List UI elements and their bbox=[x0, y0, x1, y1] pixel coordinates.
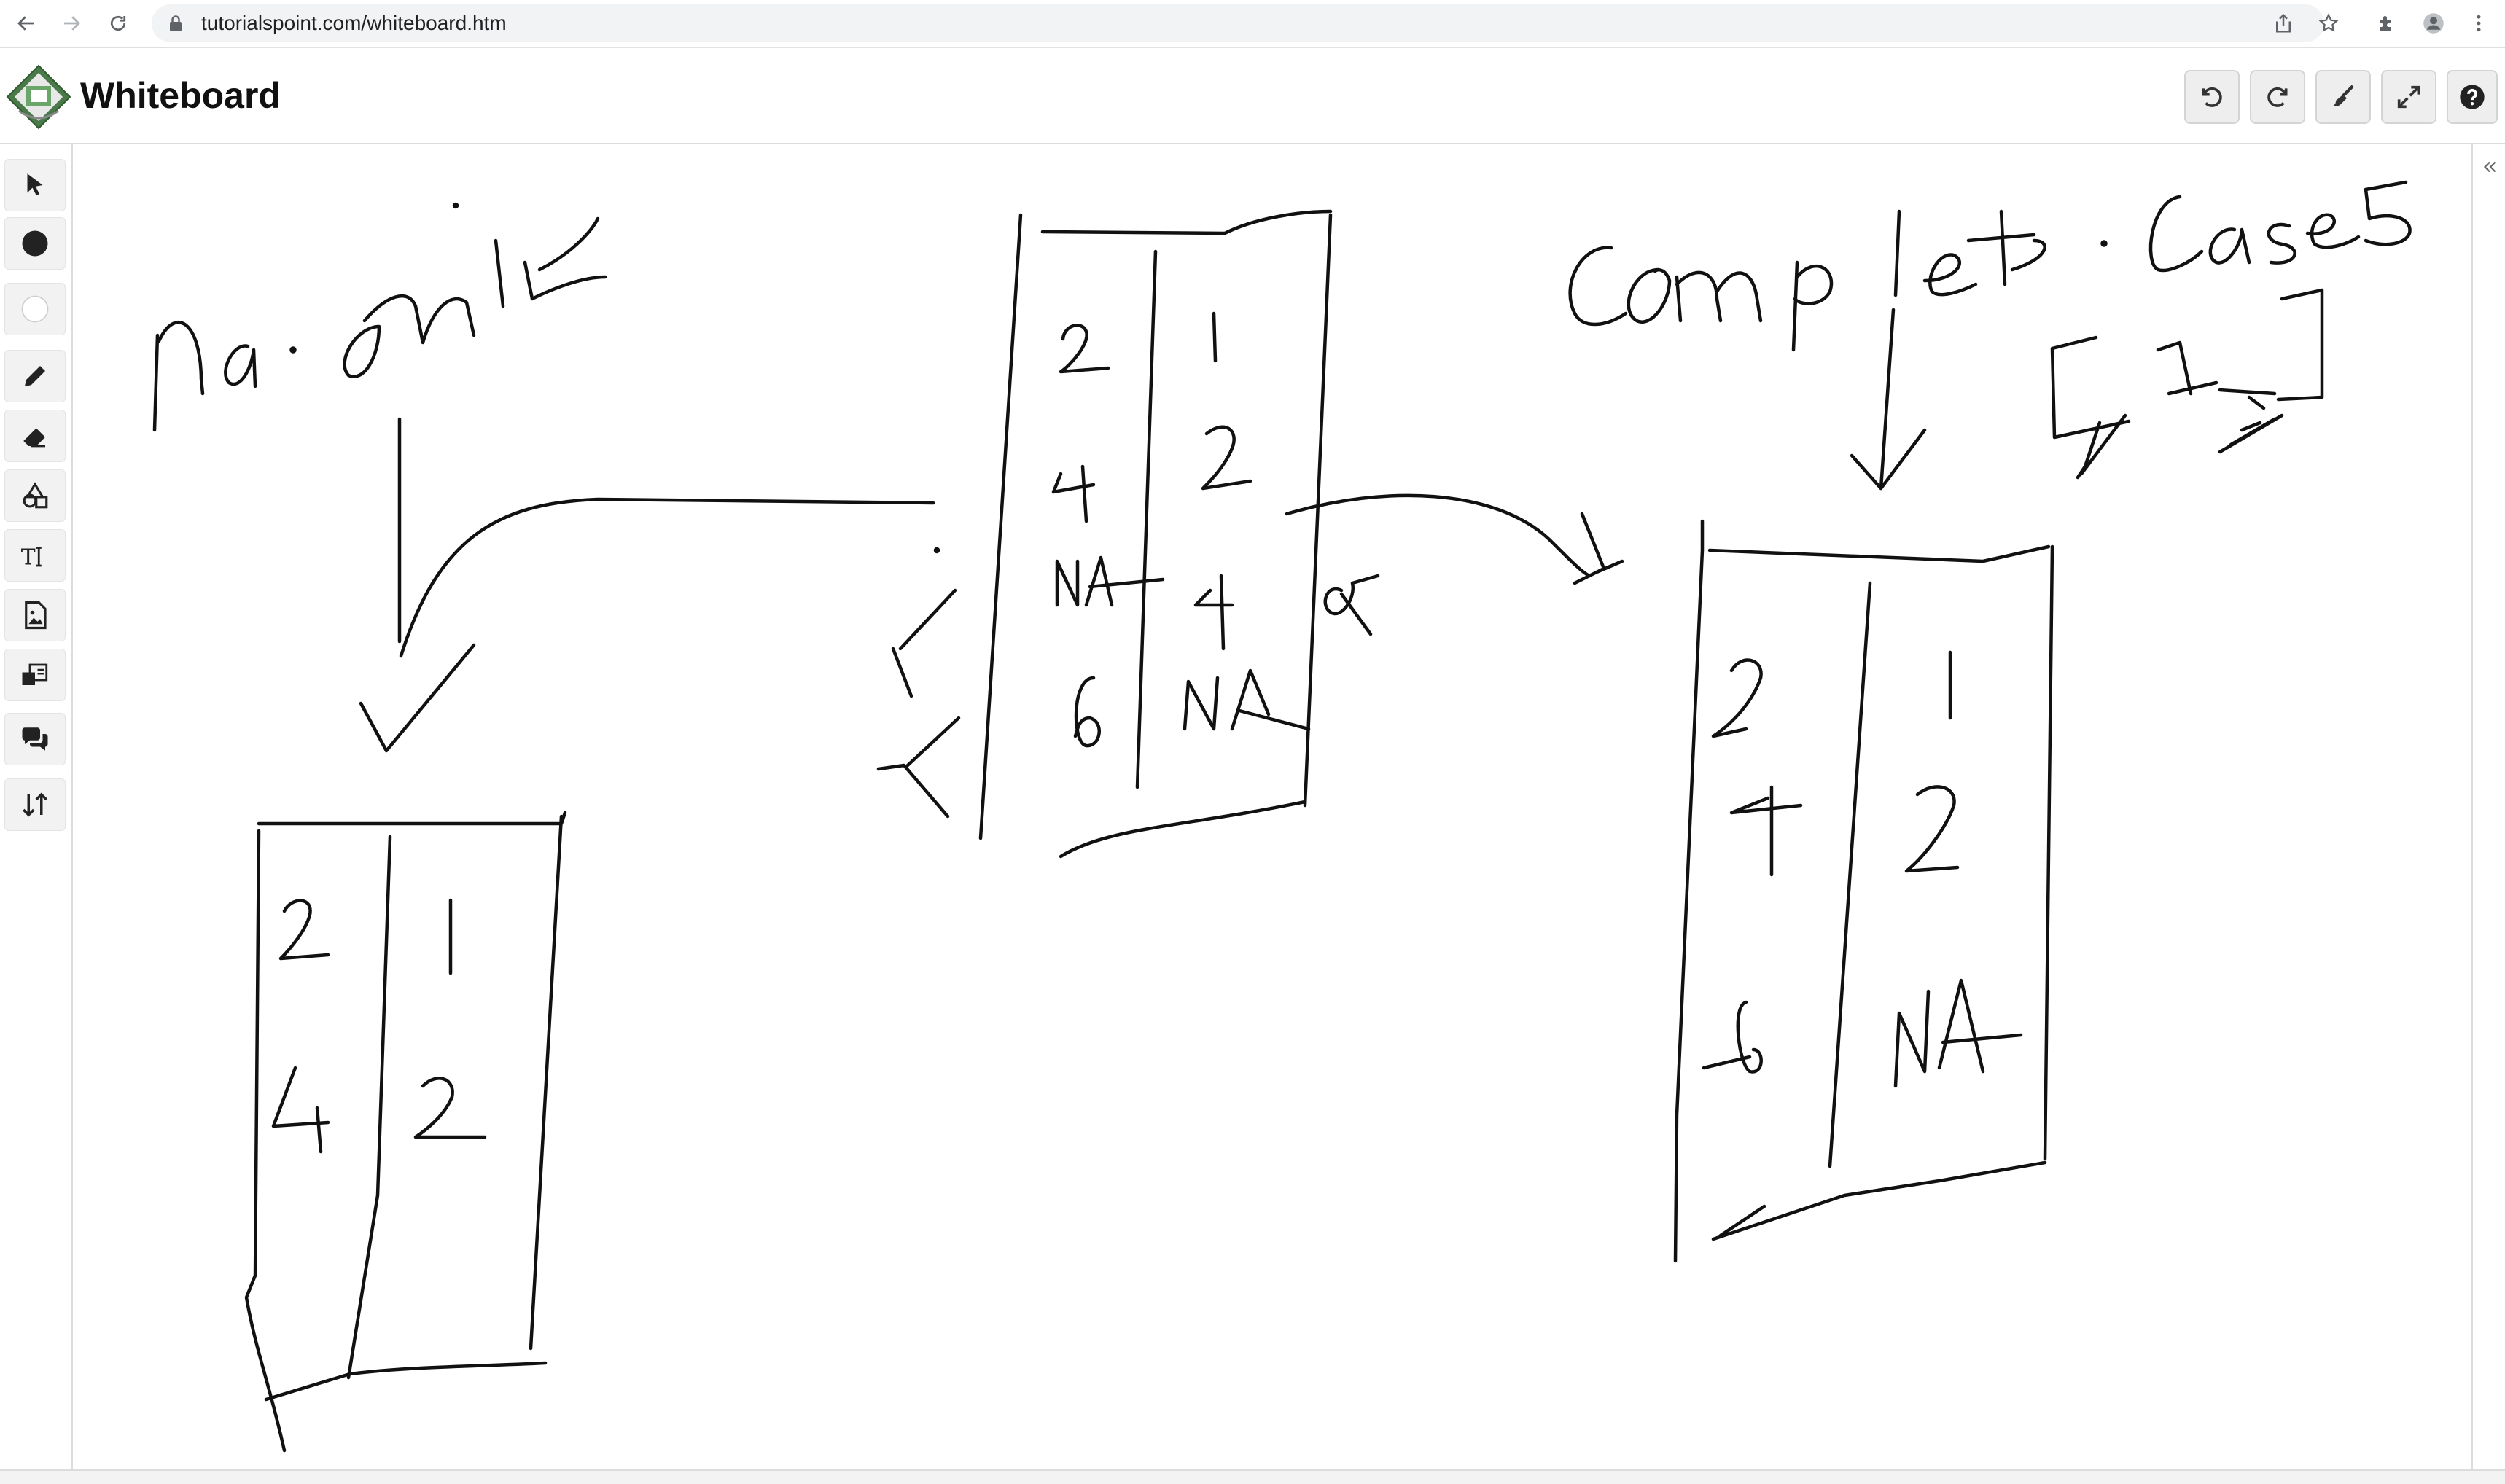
color-black-button[interactable] bbox=[4, 217, 66, 270]
redo-icon bbox=[2267, 87, 2288, 107]
right-panel-strip bbox=[2471, 144, 2505, 1469]
page-title: Whiteboard bbox=[80, 75, 281, 116]
fullscreen-button[interactable] bbox=[2381, 70, 2436, 124]
extensions-puzzle-icon[interactable] bbox=[2371, 7, 2403, 39]
source-data-table-drawing bbox=[876, 209, 1380, 859]
undo-button[interactable] bbox=[2184, 70, 2240, 124]
svg-text:T: T bbox=[21, 544, 36, 570]
select-tool-button[interactable] bbox=[4, 159, 66, 211]
double-chevron-left-icon bbox=[2483, 161, 2496, 173]
handwritten-label-na-omit bbox=[152, 202, 607, 432]
text-icon: T bbox=[21, 544, 42, 570]
lock-icon[interactable] bbox=[168, 15, 184, 32]
chat-button[interactable] bbox=[4, 713, 66, 765]
address-bar[interactable]: tutorialspoint.com/whiteboard.htm bbox=[152, 4, 2324, 42]
expand-icon bbox=[2397, 85, 2420, 109]
pencil-icon bbox=[25, 366, 45, 386]
image-icon bbox=[25, 601, 47, 630]
bookmark-star-icon[interactable] bbox=[2313, 7, 2345, 39]
image-tool-button[interactable] bbox=[4, 589, 66, 641]
picture-text-icon bbox=[22, 663, 48, 685]
sort-button[interactable] bbox=[4, 778, 66, 831]
kebab-menu-icon[interactable] bbox=[2463, 7, 2495, 39]
redo-button[interactable] bbox=[2250, 70, 2305, 124]
pointer-icon bbox=[27, 173, 43, 195]
browser-toolbar: tutorialspoint.com/whiteboard.htm bbox=[0, 0, 2505, 48]
bottom-scroll-strip bbox=[0, 1469, 2505, 1484]
pen-tool-button[interactable] bbox=[4, 350, 66, 402]
clear-board-button[interactable] bbox=[2315, 70, 2371, 124]
collapse-panel-button[interactable] bbox=[2477, 155, 2502, 179]
back-arrow-icon[interactable] bbox=[9, 7, 44, 39]
image-text-tool-button[interactable] bbox=[4, 649, 66, 701]
eraser-tool-button[interactable] bbox=[4, 410, 66, 462]
app-header: Whiteboard bbox=[0, 50, 2505, 144]
handwritten-label-complete-cases bbox=[1568, 180, 2412, 352]
reload-icon[interactable] bbox=[101, 7, 136, 39]
right-result-table-drawing bbox=[1673, 519, 2054, 1263]
white-circle-icon bbox=[21, 295, 49, 323]
arrow-to-right-table bbox=[1285, 308, 1927, 585]
eraser-icon bbox=[23, 428, 45, 448]
forward-arrow-icon[interactable] bbox=[54, 7, 89, 39]
shapes-icon bbox=[23, 482, 48, 509]
handwritten-drawing bbox=[152, 180, 2412, 1453]
tutorialspoint-logo bbox=[4, 63, 73, 131]
help-button[interactable] bbox=[2447, 70, 2498, 124]
help-icon bbox=[2460, 85, 2485, 109]
left-result-table-drawing bbox=[244, 811, 567, 1453]
undo-icon bbox=[2202, 87, 2222, 107]
whiteboard-canvas[interactable] bbox=[74, 144, 2470, 1469]
shapes-tool-button[interactable] bbox=[4, 469, 66, 522]
up-down-arrows-icon bbox=[23, 792, 47, 817]
profile-avatar-icon[interactable] bbox=[2418, 7, 2450, 39]
url-text[interactable]: tutorialspoint.com/whiteboard.htm bbox=[201, 12, 507, 34]
share-icon[interactable] bbox=[2267, 7, 2299, 39]
arrow-to-left-table bbox=[359, 417, 940, 753]
handwritten-label-5-1 bbox=[2050, 288, 2324, 480]
tool-sidebar: T bbox=[0, 144, 73, 1469]
brush-icon bbox=[2333, 85, 2354, 106]
chat-bubbles-icon bbox=[22, 727, 48, 751]
color-white-button[interactable] bbox=[4, 283, 66, 335]
black-circle-icon bbox=[22, 230, 48, 257]
text-tool-button[interactable]: T bbox=[4, 529, 66, 582]
